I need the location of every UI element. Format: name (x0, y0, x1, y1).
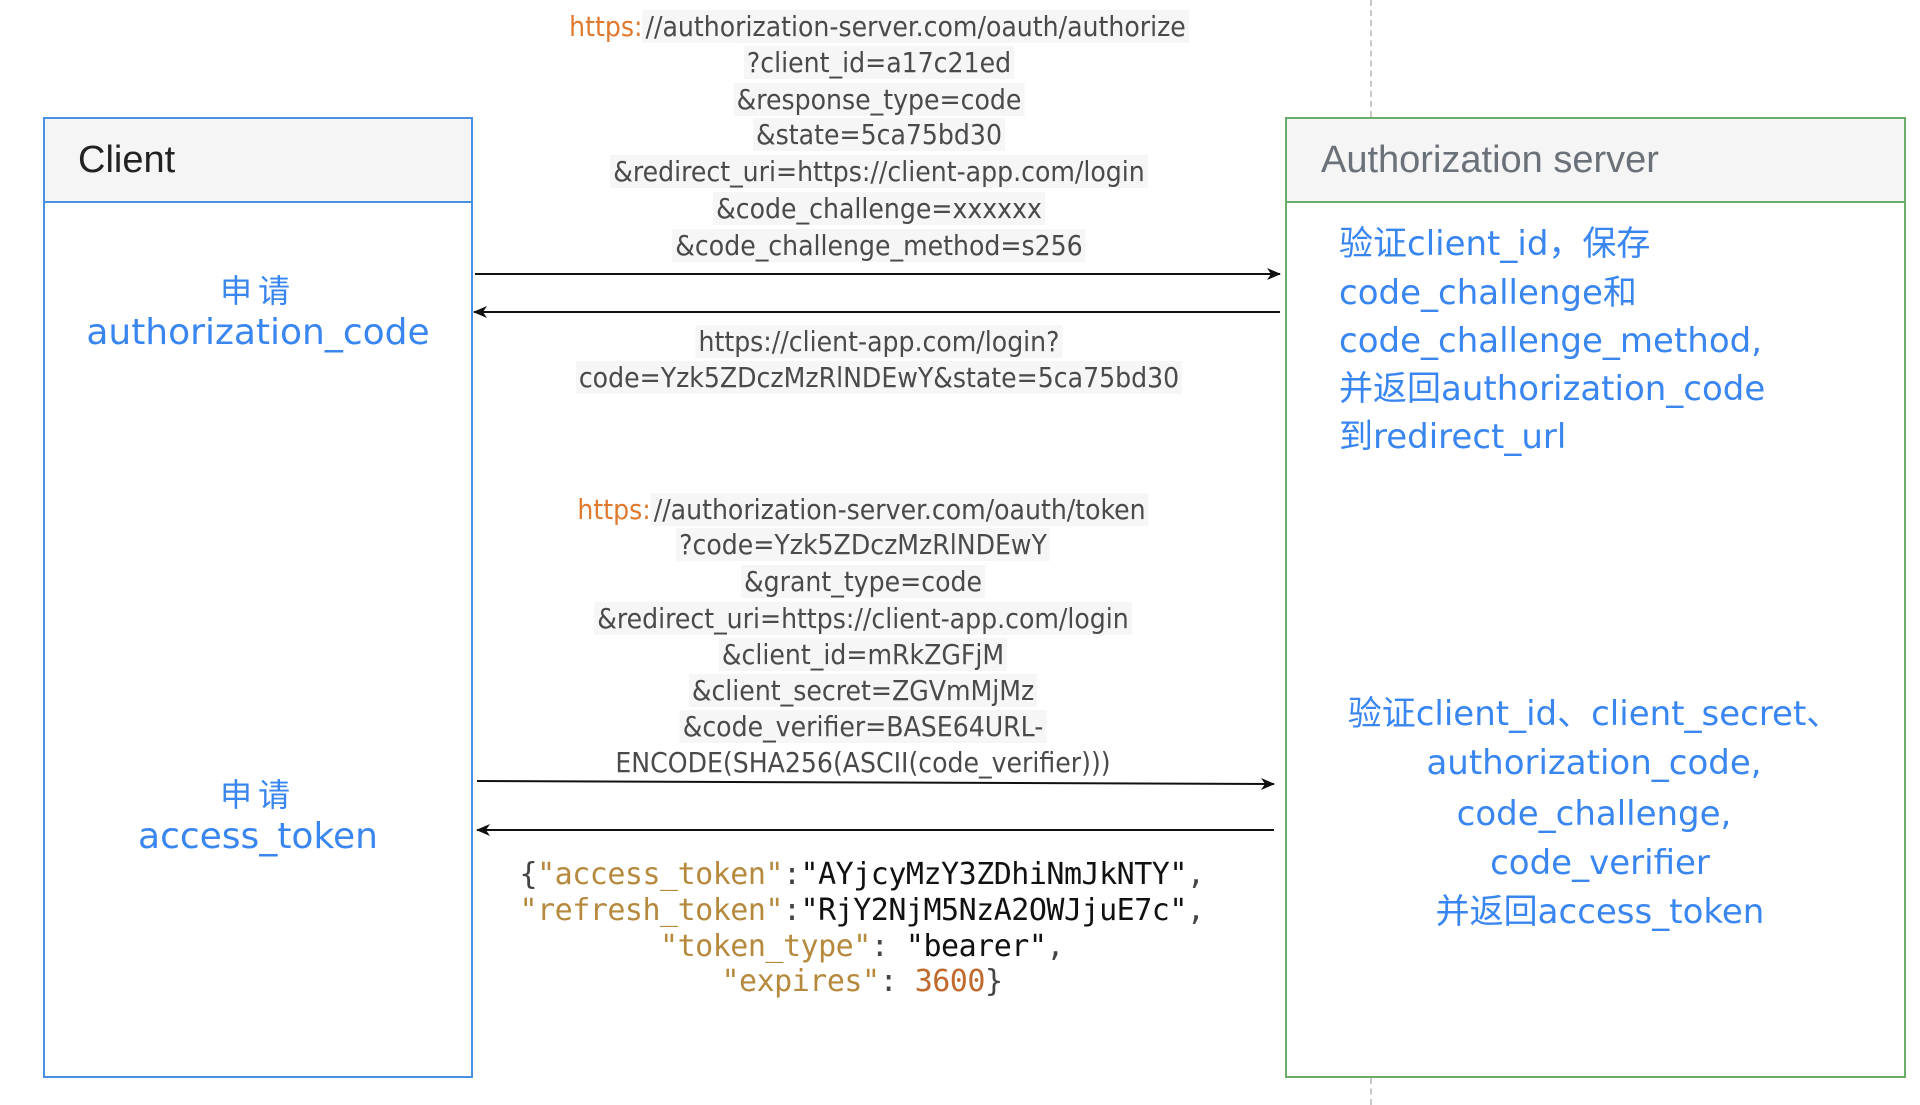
authorize-request-line: &code_challenge_method=s256 (672, 228, 1086, 264)
token-request-line: &grant_type=code (741, 564, 985, 600)
server-step2-line: code_verifier (1490, 843, 1710, 883)
client-step2-en: access_token (138, 816, 378, 857)
arrow-token-request (476, 777, 1275, 790)
server-lifeline-top (1370, 0, 1372, 117)
token-request-line: &code_verifier=BASE64URL- (679, 709, 1047, 745)
protocol-text: https: (569, 10, 643, 43)
server-title: Authorization server (1321, 139, 1659, 181)
server-header: Authorization server (1287, 119, 1904, 203)
client-step2-cn: 申请 (219, 776, 297, 814)
authorize-response-line: https://client-app.com/login? (695, 324, 1063, 360)
authorize-request-line: ?client_id=a17c21ed (743, 45, 1015, 81)
token-request-line: &client_id=mRkZGFjM (718, 637, 1008, 673)
token-request-line: &redirect_uri=https://client-app.com/log… (594, 601, 1132, 637)
authorize-request-line: https://authorization-server.com/oauth/a… (569, 9, 1189, 45)
server-step2-line: 验证client_id、client_secret、 (1347, 694, 1841, 734)
token-request-line: ENCODE(SHA256(ASCII(code_verifier))) (615, 746, 1111, 779)
server-step2-line: code_challenge, (1456, 794, 1732, 834)
client-step1-cn: 申请 (219, 272, 297, 310)
server-step1-line: code_challenge和 (1339, 273, 1637, 313)
server-step2-line: 并返回access_token (1435, 892, 1765, 932)
server-step1-line: 并返回authorization_code (1339, 369, 1766, 409)
json-line-access-token: {"access_token":"AYjcyMzY3ZDhiNmJkNTY", (519, 857, 1205, 892)
authorize-request-line: &redirect_uri=https://client-app.com/log… (610, 154, 1148, 190)
server-step1-line: 到redirect_url (1339, 417, 1567, 457)
client-step1-en: authorization_code (86, 312, 430, 353)
token-request-line: ?code=Yzk5ZDczMzRlNDEwY (676, 527, 1050, 563)
client-box: Client (43, 117, 473, 1078)
server-step2-line: authorization_code, (1426, 743, 1762, 783)
authorize-response-line: code=Yzk5ZDczMzRlNDEwY&state=5ca75bd30 (575, 360, 1183, 396)
authorize-request-line: &state=5ca75bd30 (753, 117, 1005, 153)
server-lifeline-bottom (1370, 1078, 1372, 1105)
server-step1-line: code_challenge_method, (1339, 321, 1763, 361)
protocol-text: https: (577, 493, 651, 526)
client-header: Client (45, 119, 471, 203)
json-line-refresh-token: "refresh_token":"RjY2NjM5NzA2OWJjuE7c", (519, 893, 1205, 928)
json-line-token-type: "token_type": "bearer", (660, 929, 1064, 964)
token-request-line: https://authorization-server.com/oauth/t… (577, 492, 1149, 528)
authorization-server-box: Authorization server (1285, 117, 1906, 1078)
authorize-request-line: &code_challenge=xxxxxx (713, 191, 1045, 227)
server-step1-line: 验证client_id，保存 (1339, 224, 1651, 264)
json-line-expires: "expires": 3600} (721, 964, 1003, 999)
authorize-request-line: &response_type=code (733, 82, 1025, 118)
token-request-line: &client_secret=ZGVmMjMz (688, 673, 1038, 709)
client-title: Client (78, 139, 176, 181)
